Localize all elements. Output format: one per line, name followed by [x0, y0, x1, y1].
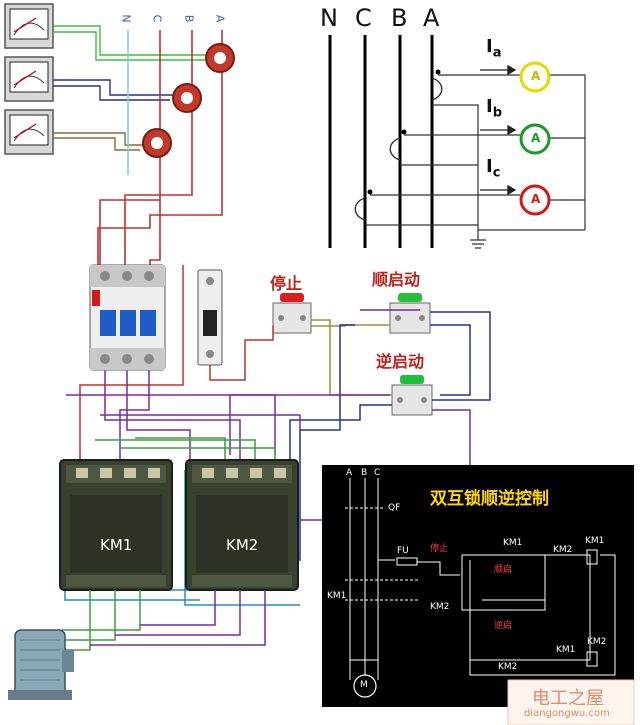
ammeter-a-icon	[519, 61, 551, 93]
phase-label-a: A	[213, 14, 227, 23]
bus-label-n: N	[320, 4, 338, 32]
current-transformer-a	[205, 43, 235, 73]
fu-label: FU	[397, 546, 409, 556]
current-ic-label: Ic	[486, 156, 501, 181]
current-transformer-b	[172, 83, 202, 113]
schematic-forward-label: 顺启	[494, 565, 513, 575]
stop-button-label: 停止	[270, 274, 303, 293]
current-ib-label: Ib	[486, 96, 503, 121]
stop-button[interactable]	[272, 293, 312, 334]
ammeter-a-label: A	[531, 69, 541, 83]
current-transformer-c	[142, 128, 172, 158]
forward-button-label: 顺启动	[372, 270, 421, 289]
ammeter-b-label: A	[531, 131, 541, 145]
qf-label: QF	[388, 503, 401, 513]
schematic-km2-bottom: KM2	[498, 662, 518, 672]
reverse-start-button[interactable]	[391, 375, 433, 416]
motor-label: M	[360, 680, 368, 690]
phase-label-b: B	[182, 14, 196, 23]
contactor-km1	[59, 459, 173, 591]
forward-start-button[interactable]	[389, 293, 431, 334]
watermark-title: 电工之屋	[532, 688, 604, 709]
ammeter-1	[4, 3, 54, 49]
schematic-reverse-label: 逆启	[494, 621, 513, 631]
schematic-stop-label: 停止	[430, 544, 449, 554]
control-schematic	[322, 465, 634, 707]
main-breaker	[89, 264, 166, 371]
km2-label: KM2	[226, 536, 259, 554]
watermark-url: diangongwu.com	[524, 708, 610, 719]
km1-label: KM1	[100, 536, 133, 554]
ammeter-c-icon	[519, 184, 551, 216]
current-ia-label: Ia	[486, 36, 502, 61]
schematic-km2-coil: KM2	[587, 637, 607, 647]
motor-wires	[60, 590, 266, 651]
ammeter-2	[4, 56, 54, 102]
ammeter-c-label: A	[531, 192, 541, 206]
bus-label-b: B	[391, 4, 408, 32]
schematic-km1-coil: KM1	[585, 536, 605, 546]
bus-label-c: C	[355, 4, 372, 32]
schematic-title: 双互锁顺逆控制	[430, 489, 549, 509]
supply-c-label: C	[374, 468, 381, 478]
schematic-km1-top: KM1	[503, 538, 523, 548]
bus-label-a: A	[423, 4, 440, 32]
schematic-km1-bottom: KM1	[556, 645, 576, 655]
supply-a-label: A	[346, 468, 353, 478]
supply-b-label: B	[361, 468, 368, 478]
motor	[8, 629, 74, 700]
contactor-km2	[185, 459, 299, 591]
phase-label-c: C	[150, 14, 164, 23]
reverse-button-label: 逆启动	[376, 352, 425, 371]
ct-schematic	[328, 35, 586, 249]
ammeter-panel	[4, 3, 54, 155]
ammeter-3	[4, 109, 54, 155]
schematic-km2-top: KM2	[553, 545, 573, 555]
schematic-km1-main: KM1	[327, 591, 347, 601]
watermark-box	[507, 679, 635, 725]
schematic-km2-main: KM2	[430, 602, 450, 612]
phase-label-n: N	[119, 14, 133, 23]
ammeter-b-icon	[519, 123, 551, 155]
control-breaker	[197, 269, 223, 366]
